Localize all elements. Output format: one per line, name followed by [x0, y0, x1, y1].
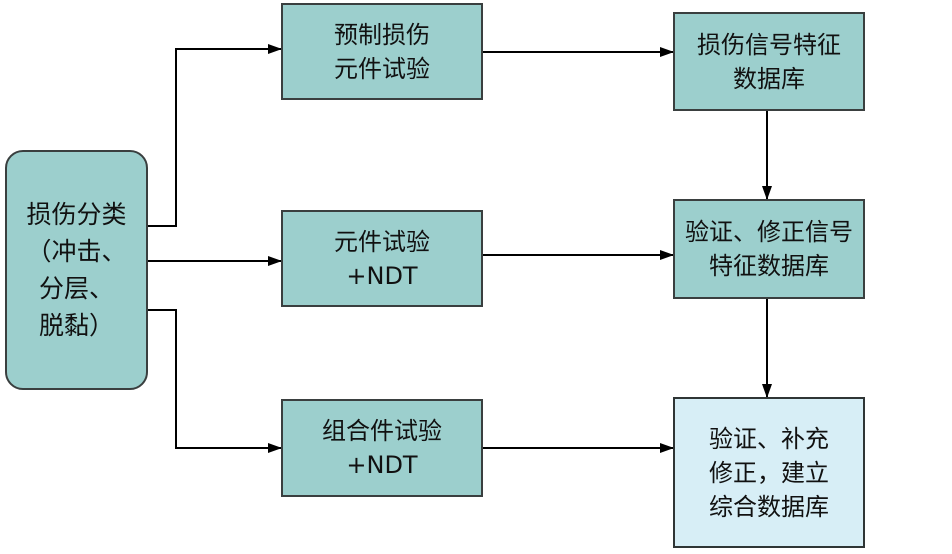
- node-line: 元件试验: [334, 227, 430, 256]
- source-line: （冲击、: [26, 237, 127, 266]
- node-line: 预制损伤: [334, 20, 430, 49]
- source-line: 分层、: [38, 274, 114, 303]
- arrow-source-to-test-3: [148, 309, 282, 453]
- arrow-source-to-test-1: [148, 44, 282, 227]
- verified-signal-feature-database-box: 验证、修正信号 特征数据库: [673, 199, 865, 299]
- node-line: 损伤信号特征: [697, 30, 841, 59]
- node-line: 特征数据库: [709, 252, 829, 280]
- prefab-damage-element-test-box: 预制损伤 元件试验: [281, 3, 483, 100]
- node-line: 验证、补充: [709, 424, 829, 453]
- node-line: 组合件试验: [322, 417, 442, 445]
- source-line: 损伤分类: [26, 200, 127, 229]
- element-test-ndt-box: 元件试验 +NDT: [281, 210, 483, 307]
- assembly-test-ndt-box: 组合件试验 +NDT: [281, 399, 483, 497]
- damage-classification-box: 损伤分类 （冲击、 分层、 脱黏）: [5, 150, 148, 390]
- node-line: 数据库: [733, 64, 805, 93]
- node-line: 元件试验: [334, 54, 430, 83]
- node-line: 综合数据库: [709, 492, 829, 521]
- node-line: +NDT: [346, 261, 418, 290]
- damage-signal-feature-database-box: 损伤信号特征 数据库: [673, 12, 865, 111]
- node-line: 修正，建立: [709, 458, 829, 487]
- source-line: 脱黏）: [38, 311, 114, 340]
- comprehensive-database-box: 验证、补充 修正，建立 综合数据库: [673, 397, 865, 548]
- node-line: 验证、修正信号: [685, 218, 853, 246]
- node-line: +NDT: [346, 451, 418, 479]
